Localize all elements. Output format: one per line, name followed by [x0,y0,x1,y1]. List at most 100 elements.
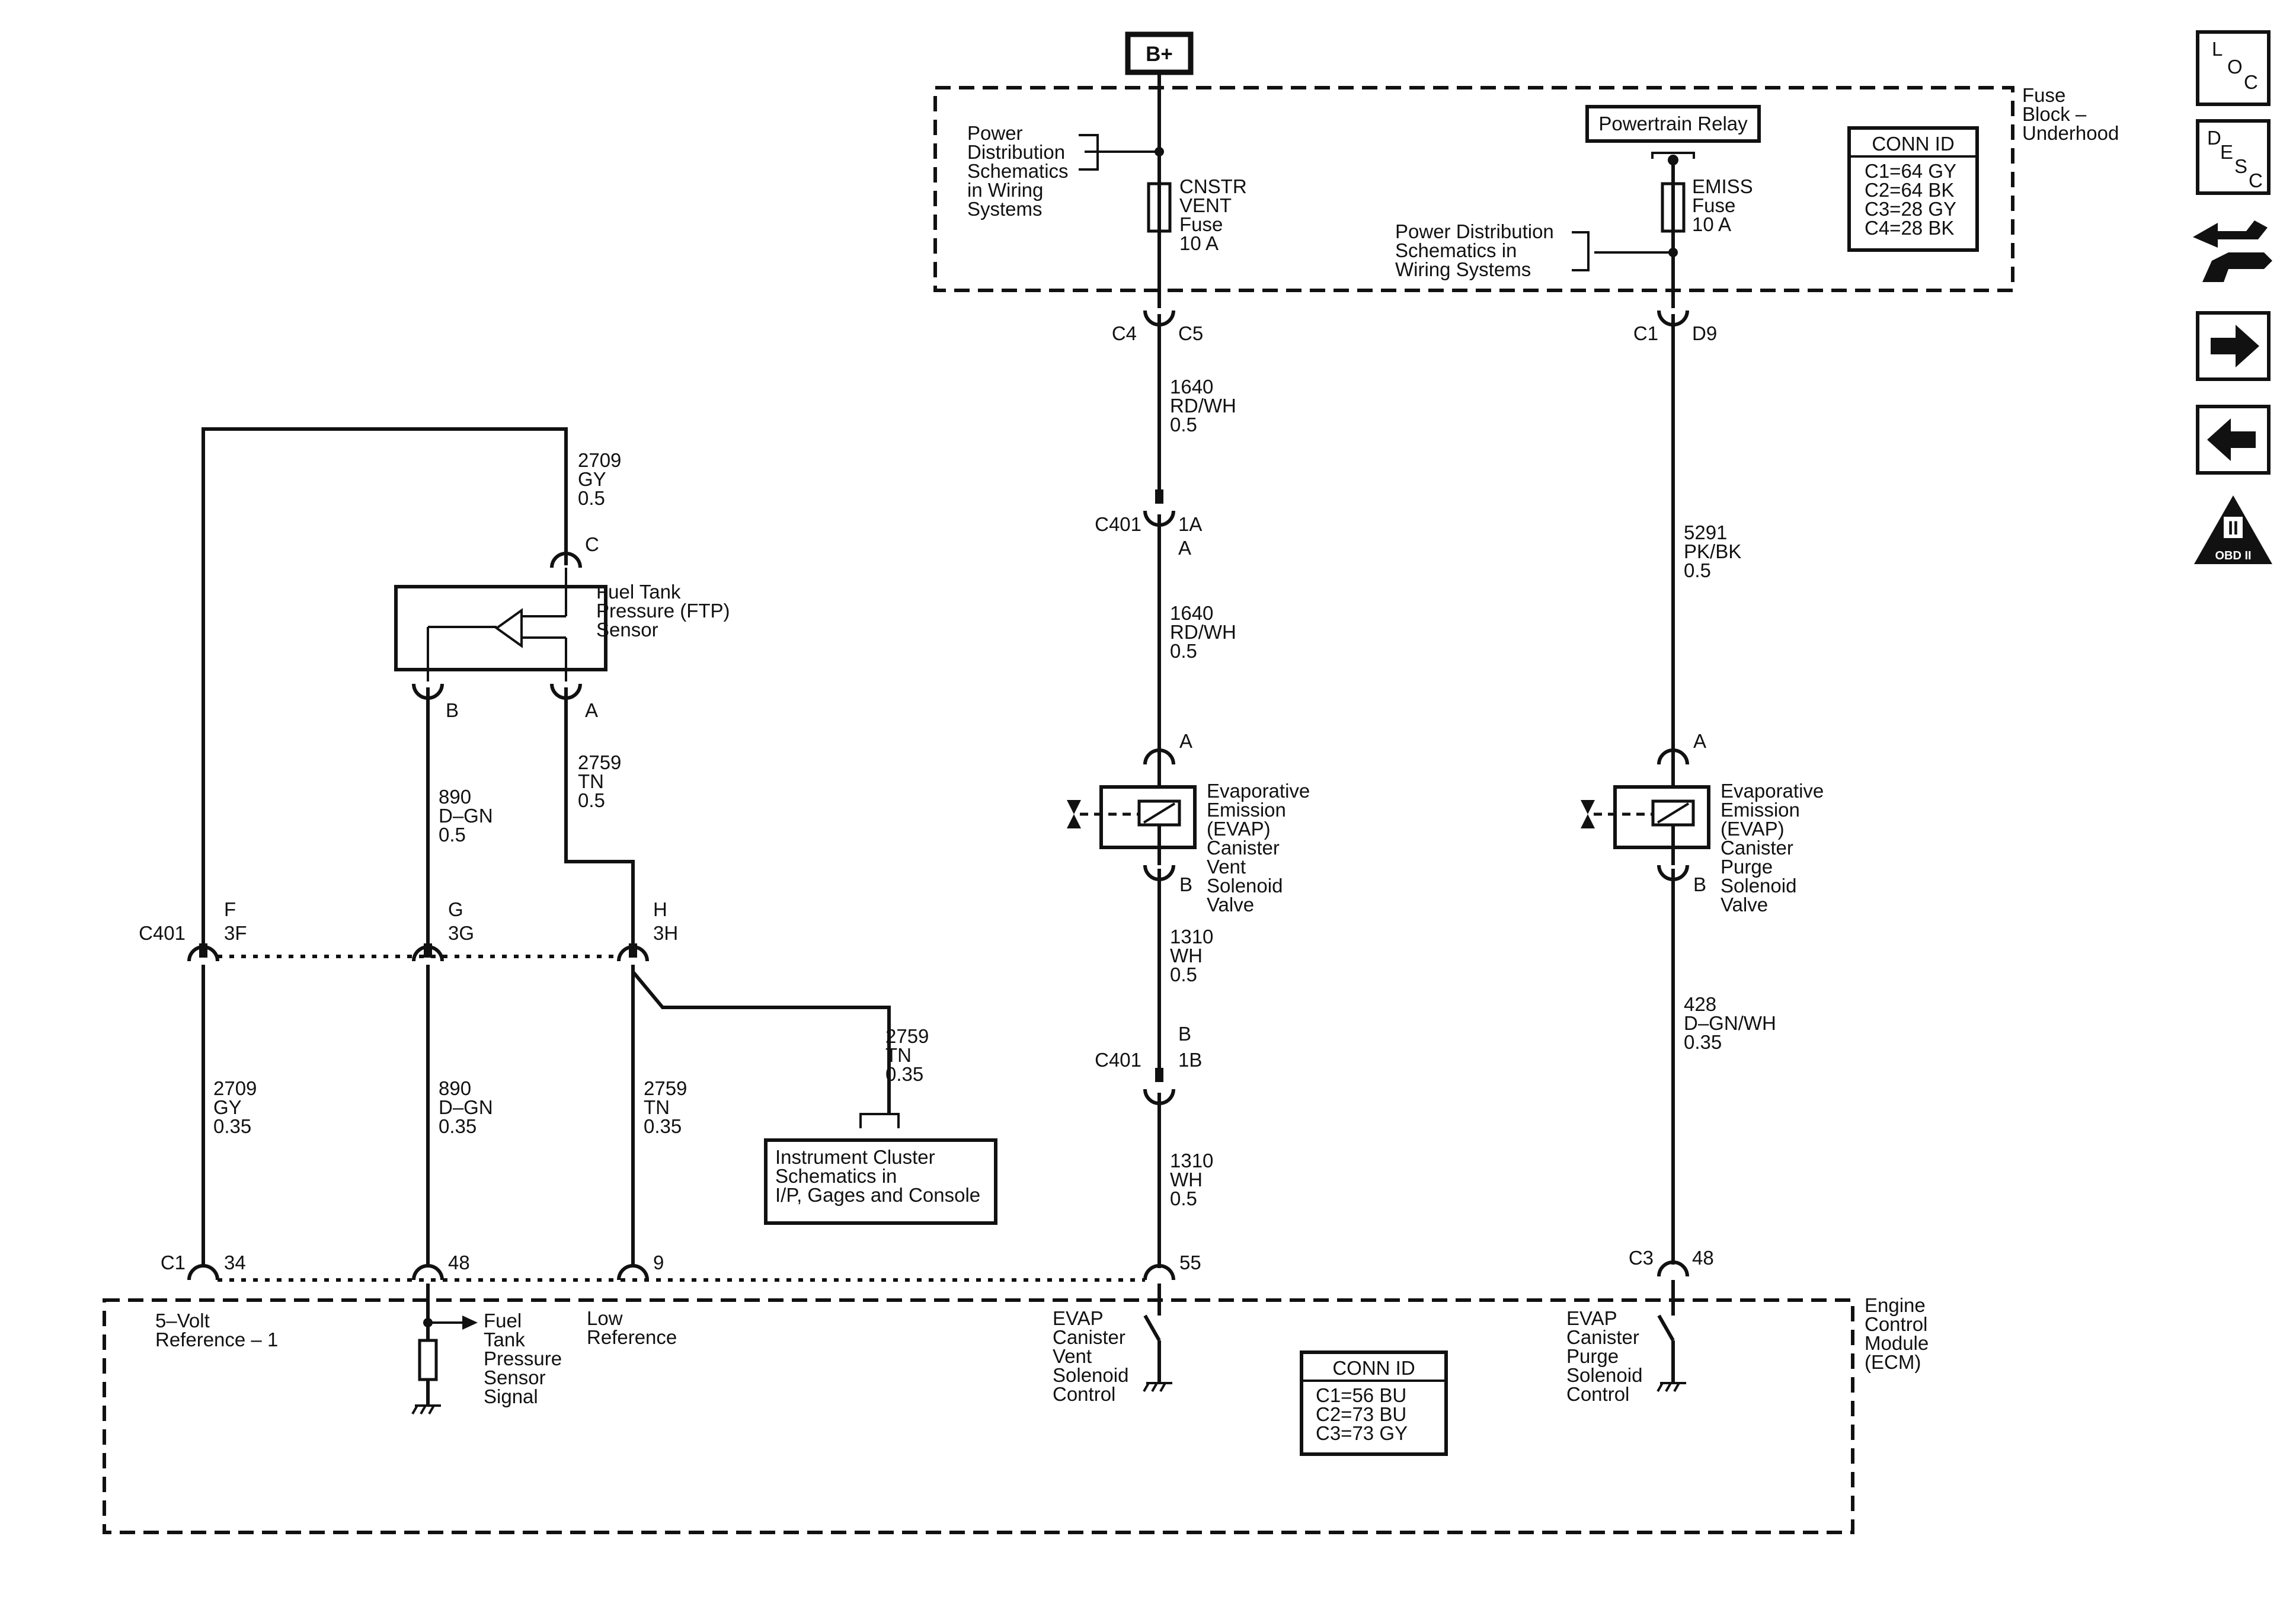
arrow-forward-button[interactable] [2196,311,2271,381]
loc-button-frame [2196,30,2271,106]
connector-label-d9: D9 [1692,322,1717,344]
fuse-block-conn-id-lines: C1=64 GY C2=64 BK C3=28 GY C4=28 BK [1865,160,1956,239]
svg-text:Fuse: Fuse [1179,213,1223,235]
svg-text:0.5: 0.5 [1684,559,1711,581]
svg-text:5291: 5291 [1684,521,1727,543]
powertrain-relay-label: Powertrain Relay [1598,113,1748,135]
wire-label-2759-top: 2759 TN 0.5 [578,751,621,811]
wire-2759-top [564,687,635,946]
svg-text:890: 890 [439,1077,471,1099]
connector-pin-1a: 1A [1178,513,1202,535]
svg-text:Signal: Signal [484,1385,538,1407]
desc-letter-s: S [2234,155,2247,177]
wire-label-890-top: 890 D–GN 0.5 [439,786,493,846]
svg-text:CNSTR: CNSTR [1179,175,1247,197]
desc-button[interactable]: D E S C [2196,119,2271,195]
connector-pin-3h: 3H [653,922,678,944]
svg-text:Sensor: Sensor [484,1366,546,1388]
connector-label-c401-1a: C401 [1095,513,1141,535]
svg-text:C3=28 GY: C3=28 GY [1865,198,1956,220]
wire-label-1310-lower: 1310 WH 0.5 [1170,1150,1213,1209]
obd-ii-button[interactable]: II OBD II [2194,495,2272,564]
wire-label-2709-bottom: 2709 GY 0.35 [213,1077,257,1137]
svg-text:C3=73 GY: C3=73 GY [1316,1422,1408,1444]
connector-pin-1b-alt: B [1178,1023,1191,1045]
svg-text:TN: TN [578,770,604,792]
svg-text:Systems: Systems [967,198,1043,220]
ecm-purge-driver-switch [1657,1314,1675,1342]
ecm-label-ftp-signal: Fuel Tank Pressure Sensor Signal [484,1310,562,1407]
relay-connector-symbol [1651,152,1695,159]
instrument-cluster-label: Instrument Cluster Schematics in I/P, Ga… [775,1146,980,1206]
svg-text:Power: Power [967,122,1023,144]
wire-label-1640-lower: 1640 RD/WH 0.5 [1170,602,1236,662]
svg-text:0.35: 0.35 [213,1115,251,1137]
instrument-cluster-box [764,1138,997,1225]
pd-bracket-left [1079,134,1099,171]
fuse-block-conn-id-table [1847,126,1979,252]
svg-text:Underhood: Underhood [2022,122,2119,144]
svg-text:in Wiring: in Wiring [967,179,1043,201]
wire-2709-top [202,427,568,565]
svg-text:5–Volt: 5–Volt [155,1310,210,1332]
diagnostic-tool-icon[interactable] [2193,220,2272,282]
ecm-pin-9-label: 9 [653,1252,664,1273]
svg-text:Solenoid: Solenoid [1721,875,1796,897]
svg-text:Distribution: Distribution [967,141,1065,163]
svg-text:Schematics: Schematics [967,160,1069,182]
svg-text:Control: Control [1865,1313,1927,1335]
svg-text:TN: TN [644,1096,670,1118]
connector-pin-3f: 3F [224,922,247,944]
svg-text:Vent: Vent [1207,856,1246,878]
ecm-pin-55 [1143,1264,1175,1281]
svg-text:TN: TN [885,1044,912,1066]
svg-text:Instrument Cluster: Instrument Cluster [775,1146,935,1168]
svg-text:0.5: 0.5 [578,789,605,811]
svg-text:D–GN: D–GN [439,805,493,827]
connector-c401-1a-male [1155,489,1163,504]
loc-letter-c: C [2244,71,2258,93]
connector-label-c3-ecm: C3 [1629,1247,1654,1269]
svg-text:WH: WH [1170,945,1203,966]
vent-solenoid-pin-a [1143,748,1175,765]
svg-text:2759: 2759 [885,1025,929,1047]
svg-text:RD/WH: RD/WH [1170,395,1236,417]
svg-text:Reference: Reference [587,1326,677,1348]
svg-text:Canister: Canister [1053,1326,1125,1348]
purge-solenoid-coil-slash [1657,802,1690,824]
svg-text:Block –: Block – [2022,103,2087,125]
svg-text:Fuse: Fuse [1692,194,1735,216]
ftp-sensor-internal [427,568,567,681]
svg-text:Valve: Valve [1721,894,1768,916]
svg-text:(EVAP): (EVAP) [1207,818,1271,840]
connector-label-c401-mid: C401 [139,922,186,944]
svg-text:Engine: Engine [1865,1294,1926,1316]
pd-bracket-right [1572,231,1590,271]
ftp-pin-a-label: A [585,699,598,721]
vent-valve-icon [1067,800,1081,828]
connector-label-c4: C4 [1112,322,1137,344]
svg-text:2709: 2709 [578,449,621,471]
connector-label-c1-top: C1 [1633,322,1658,344]
svg-text:0.35: 0.35 [1684,1031,1722,1053]
svg-text:C1=64 GY: C1=64 GY [1865,160,1956,182]
arrow-back-button[interactable] [2196,405,2271,475]
svg-text:1640: 1640 [1170,602,1213,624]
svg-text:VENT: VENT [1179,194,1232,216]
connector-pin-1a-alt: A [1178,537,1191,559]
svg-text:2709: 2709 [213,1077,257,1099]
connector-c401-1b-male [1155,1068,1163,1082]
svg-text:0.5: 0.5 [1170,964,1197,985]
obd-ii-label: OBD II [2215,549,2251,562]
loc-button[interactable]: L O C [2196,30,2271,106]
svg-text:(ECM): (ECM) [1865,1351,1921,1373]
ftp-pin-c-label: C [585,533,599,555]
svg-text:0.5: 0.5 [439,824,466,846]
svg-text:Pressure (FTP): Pressure (FTP) [596,600,730,622]
svg-text:Valve: Valve [1207,894,1254,916]
purge-solenoid-pin-a-label: A [1693,730,1706,752]
ecm-conn-id-table [1300,1350,1448,1456]
svg-text:C2=64 BK: C2=64 BK [1865,179,1954,201]
svg-text:Fuel Tank: Fuel Tank [596,581,681,603]
